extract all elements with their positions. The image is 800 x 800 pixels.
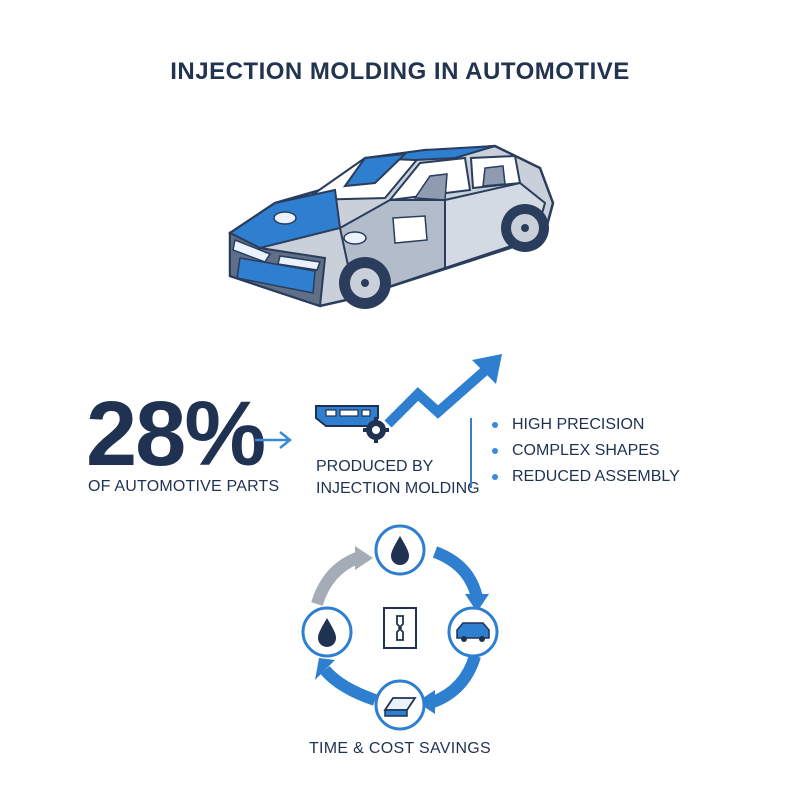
- produced-line-1: PRODUCED BY: [316, 458, 434, 475]
- trend-up-arrow-icon: [384, 354, 502, 428]
- benefit-item: HIGH PRECISION: [492, 412, 680, 438]
- cycle-arrow: [432, 546, 483, 600]
- produced-line-2: INJECTION MOLDING: [316, 480, 480, 497]
- bullet-icon: [492, 422, 498, 428]
- molded-bumper-gear-icon: [315, 405, 389, 443]
- page-title: INJECTION MOLDING IN AUTOMOTIVE: [170, 58, 630, 85]
- cycle-arrow-head: [315, 658, 335, 680]
- benefit-item: REDUCED ASSEMBLY: [492, 464, 680, 490]
- cycle-arrow-head: [465, 594, 489, 612]
- droplet-icon: [374, 524, 426, 576]
- bullet-icon: [492, 474, 498, 480]
- car-icon: [228, 144, 555, 309]
- benefit-label: REDUCED ASSEMBLY: [512, 468, 680, 485]
- arrow-right-icon: [255, 431, 293, 449]
- molded-part-icon: [374, 679, 426, 731]
- stat-caption: OF AUTOMOTIVE PARTS: [88, 478, 280, 495]
- cycle-arrow-head: [355, 546, 373, 570]
- bullet-icon: [492, 448, 498, 454]
- produced-by-text: PRODUCED BY INJECTION MOLDING: [316, 456, 480, 500]
- cycle-arrow: [430, 654, 481, 708]
- car-illustration: [215, 128, 565, 318]
- car-icon: [447, 606, 499, 658]
- cycle-arrow-head: [417, 690, 435, 714]
- benefits-list: HIGH PRECISION COMPLEX SHAPES REDUCED AS…: [492, 412, 680, 490]
- footer-caption: TIME & COST SAVINGS: [308, 740, 492, 757]
- benefit-item: COMPLEX SHAPES: [492, 438, 680, 464]
- divider: [470, 418, 472, 488]
- benefit-label: COMPLEX SHAPES: [512, 442, 660, 459]
- mold-icon: [383, 607, 417, 649]
- droplet-icon: [301, 606, 353, 658]
- cycle-arrow: [320, 665, 377, 706]
- process-cycle-diagram: [301, 524, 499, 731]
- benefit-label: HIGH PRECISION: [512, 416, 645, 433]
- cycle-arrow: [311, 552, 360, 606]
- stat-percentage: 28%: [86, 383, 266, 485]
